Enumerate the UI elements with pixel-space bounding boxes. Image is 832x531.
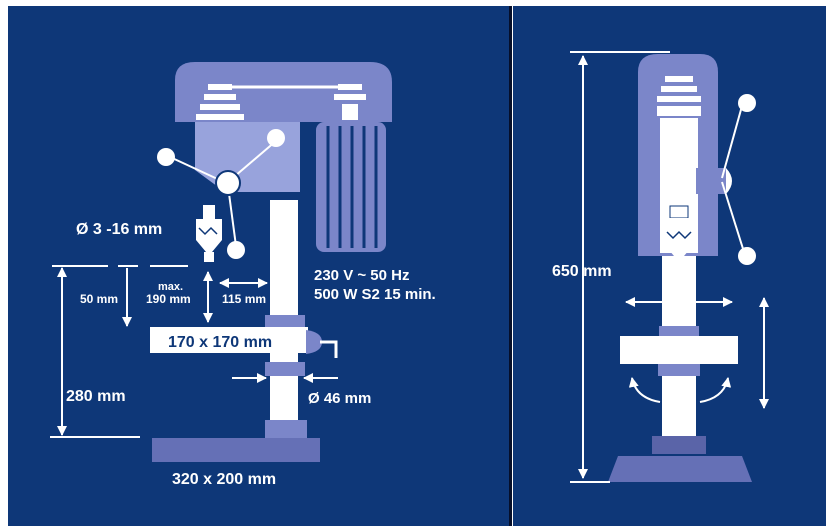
column-collar-lower — [265, 362, 305, 376]
power-label: 230 V ~ 50 Hz — [314, 267, 409, 284]
feed-handle-hub — [215, 170, 241, 196]
chuck-tip — [204, 252, 214, 262]
drill-head — [195, 122, 300, 192]
front-dimensions — [50, 265, 338, 438]
spindle-stroke-label: 50 mm — [80, 292, 118, 306]
spindle — [203, 205, 215, 219]
side-chuck — [664, 218, 694, 256]
base-size-label: 320 x 200 mm — [172, 471, 276, 488]
table-lever — [320, 340, 338, 358]
belt-cover — [175, 62, 392, 122]
side-pulley — [657, 76, 701, 116]
side-head-left — [638, 118, 660, 256]
column-collar — [265, 315, 305, 327]
table-size-label: 170 x 170 mm — [168, 334, 272, 351]
column-foot — [265, 420, 307, 438]
side-handle-knob — [726, 168, 732, 194]
callout-dot-icon — [157, 148, 175, 166]
side-table-collar — [659, 326, 699, 336]
chuck — [196, 219, 222, 252]
side-chuck-tip — [674, 256, 684, 270]
column — [270, 200, 298, 425]
max-distance-label: 190 mm — [146, 292, 191, 306]
callout-dot-icon — [227, 241, 245, 259]
rotation-arrow-icon — [628, 377, 661, 403]
side-work-table — [620, 336, 738, 364]
side-handle-mount — [696, 168, 726, 194]
callout-dot-icon — [738, 247, 756, 265]
side-drill-press — [608, 54, 756, 482]
work-table — [150, 327, 308, 353]
motor-fins — [326, 126, 378, 248]
table-clamp — [306, 330, 322, 354]
rotation-arrow-icon — [699, 377, 732, 403]
base-plate — [152, 438, 320, 462]
motor-label: 500 W S2 15 min. — [314, 286, 436, 303]
total-height-label: 650 mm — [552, 263, 612, 280]
side-base — [608, 456, 752, 482]
side-table-support — [658, 364, 700, 376]
callout-dot-icon — [267, 129, 285, 147]
column-diameter-label: Ø 46 mm — [308, 390, 371, 407]
side-spindle-nut — [669, 205, 689, 219]
max-label: max. — [158, 281, 183, 293]
chuck-range-label: Ø 3 -16 mm — [76, 221, 162, 238]
panel-divider — [509, 6, 512, 526]
side-dimensions — [570, 51, 769, 483]
column-height-label: 280 mm — [66, 388, 126, 405]
side-column-foot — [652, 436, 706, 454]
front-drill-press — [150, 62, 392, 462]
callout-dot-icon — [738, 94, 756, 112]
throat-depth-label: 115 mm — [222, 292, 266, 306]
